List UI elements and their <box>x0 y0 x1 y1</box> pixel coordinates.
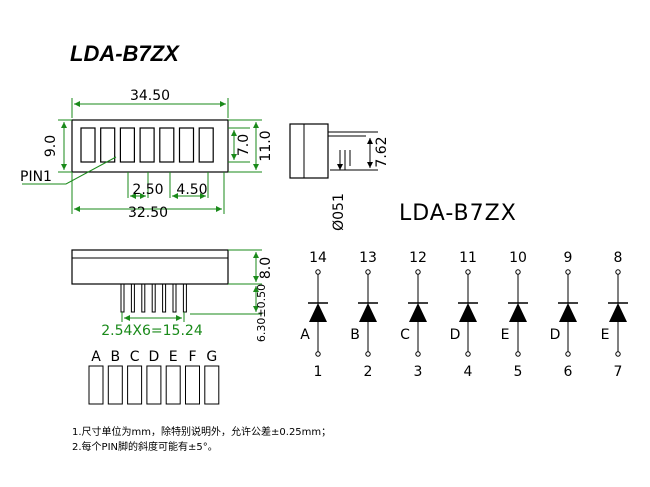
model-label: LDA-B7ZX <box>399 201 517 226</box>
circuit-bottom-pin: 2 <box>364 364 373 380</box>
front-view: 34.50 9.0 7.0 11.0 PIN1 2.50 4.50 <box>20 88 274 221</box>
dim-width-bottom: 32.50 <box>128 205 168 221</box>
anode-label: D <box>550 327 561 343</box>
terminal-dot <box>615 269 621 275</box>
dim-inner-height: 7.0 <box>236 134 252 156</box>
circuit-top-pin: 13 <box>359 250 377 266</box>
dim-span: 4.50 <box>176 182 207 198</box>
circuit-bottom-pin: 1 <box>314 364 323 380</box>
led-diode <box>309 303 327 322</box>
dim-pin-length: 6.30±0.50 <box>255 284 268 342</box>
circuit-bottom-pin: 4 <box>464 364 473 380</box>
segment-bar <box>107 365 123 405</box>
circuit-diagram: 14A 1 13B 2 12C 3 11D 4 10E 5 9D 6 8E 7 <box>300 250 628 380</box>
anode-label: C <box>400 327 410 343</box>
dim-width-top: 34.50 <box>130 88 170 104</box>
anode-label: A <box>300 327 310 343</box>
segment-bar <box>185 365 200 405</box>
front-body <box>71 119 229 173</box>
pin1-label: PIN1 <box>20 169 52 185</box>
front-segment-window <box>198 127 214 163</box>
terminal-dot <box>315 351 321 357</box>
segment-bar <box>204 365 220 405</box>
led-diode <box>559 303 577 322</box>
dim-pitch: 2.50 <box>132 182 163 198</box>
terminal-dot <box>565 351 571 357</box>
segment-letter: E <box>169 349 178 365</box>
terminal-dot <box>365 269 371 275</box>
terminal-dot <box>565 269 571 275</box>
terminal-dot <box>415 351 421 357</box>
dim-pitch-total: 2.54X6=15.24 <box>101 323 203 339</box>
segment-bar <box>88 365 104 405</box>
dim-pin-diameter: Ø051 <box>331 193 347 231</box>
terminal-dot <box>515 269 521 275</box>
segment-letter: D <box>149 349 160 365</box>
segment-letter: F <box>188 349 196 365</box>
circuit-bottom-pin: 7 <box>614 364 623 380</box>
circuit-bottom-pin: 3 <box>414 364 423 380</box>
terminal-dot <box>465 269 471 275</box>
led-diode <box>459 303 477 322</box>
segment-letter: B <box>110 349 120 365</box>
note-2: 2.每个PIN脚的斜度可能有±5°。 <box>72 442 218 453</box>
circuit-top-pin: 10 <box>509 250 527 266</box>
front-segment-window <box>100 127 116 163</box>
led-diode <box>409 303 427 322</box>
front-segment-window <box>178 127 195 163</box>
front-segments <box>80 127 214 163</box>
dim-bottom-height: 8.0 <box>258 257 274 279</box>
anode-label: E <box>501 327 510 343</box>
dim-lead: 7.62 <box>374 136 390 167</box>
segment-bar <box>127 365 143 405</box>
circuit-top-pin: 14 <box>309 250 327 266</box>
led-diode <box>609 303 627 322</box>
segment-letter: G <box>206 349 217 365</box>
anode-label: D <box>450 327 461 343</box>
terminal-dot <box>415 269 421 275</box>
bottom-pin <box>141 283 146 313</box>
circuit-top-pin: 9 <box>564 250 573 266</box>
dim-height-left: 9.0 <box>43 135 59 157</box>
front-segment-window <box>80 127 96 163</box>
segment-letter: C <box>130 349 140 365</box>
dim-outer-height: 11.0 <box>258 130 274 161</box>
bottom-pins <box>120 283 187 313</box>
side-view: 7.62 Ø051 <box>289 123 390 231</box>
segment-letter: A <box>91 349 101 365</box>
bottom-pin <box>120 283 125 313</box>
page-title: LDA-B7ZX <box>70 41 180 66</box>
bottom-pin <box>172 283 177 313</box>
front-segment-window <box>139 127 155 163</box>
anode-label: E <box>601 327 610 343</box>
terminal-dot <box>315 269 321 275</box>
circuit-top-pin: 12 <box>409 250 427 266</box>
terminal-dot <box>465 351 471 357</box>
bottom-pin <box>151 283 156 313</box>
segment-bar <box>165 365 181 405</box>
terminal-dot <box>515 351 521 357</box>
terminal-dot <box>365 351 371 357</box>
terminal-dot <box>615 351 621 357</box>
circuit-top-pin: 11 <box>459 250 477 266</box>
circuit-top-pin: 8 <box>614 250 623 266</box>
bottom-pin <box>130 283 135 313</box>
bottom-pin <box>162 283 167 313</box>
led-diode <box>509 303 527 322</box>
led-diode <box>359 303 377 322</box>
bottom-view: 8.0 6.30±0.50 2.54X6=15.24 <box>71 249 274 342</box>
note-1: 1.尺寸单位为mm，除特别说明外，允许公差±0.25mm； <box>72 427 332 438</box>
circuit-bottom-pin: 5 <box>514 364 523 380</box>
bottom-pin <box>182 283 187 313</box>
front-segment-window <box>119 127 136 163</box>
circuit-bottom-pin: 6 <box>564 364 573 380</box>
front-segment-window <box>159 127 175 163</box>
segment-bar <box>146 365 162 405</box>
anode-label: B <box>350 327 360 343</box>
